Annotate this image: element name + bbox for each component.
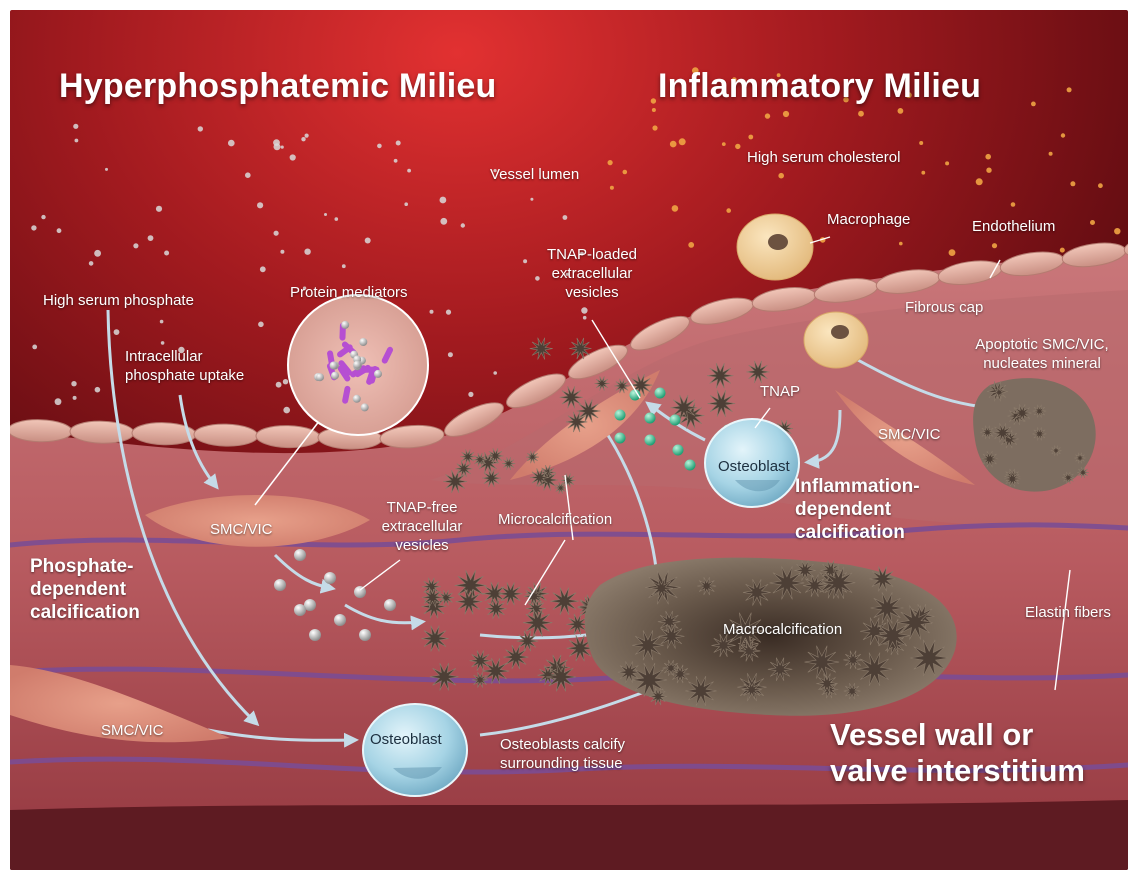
pathway-phosphate-dependent: Phosphate- dependent calcification	[30, 555, 140, 624]
label-protein-mediators: Protein mediators	[290, 283, 408, 302]
label-intracellular-uptake: Intracellular phosphate uptake	[125, 347, 244, 385]
label-tnap-free-vesicles: TNAP-free extracellular vesicles	[367, 498, 477, 555]
label-osteoblast-lower: Osteoblast	[370, 730, 442, 749]
label-tnap: TNAP	[760, 382, 800, 401]
diagram-canvas: Hyperphosphatemic Milieu Inflammatory Mi…	[10, 10, 1128, 870]
label-macrocalcification: Macrocalcification	[723, 620, 842, 639]
label-fibrous-cap: Fibrous cap	[905, 298, 983, 317]
label-elastin-fibers: Elastin fibers	[1025, 603, 1111, 622]
label-smc-vic-upper-left: SMC/VIC	[210, 520, 273, 539]
label-tnap-loaded-vesicles: TNAP-loaded extracellular vesicles	[537, 245, 647, 302]
header-inflammatory: Inflammatory Milieu	[658, 66, 981, 106]
label-high-serum-cholesterol: High serum cholesterol	[747, 148, 900, 167]
pathway-inflammation-dependent: Inflammation- dependent calcification	[795, 475, 920, 544]
outer-wall-band	[10, 800, 1128, 870]
label-apoptotic-smc: Apoptotic SMC/VIC, nucleates mineral	[972, 335, 1112, 373]
label-smc-vic-lower-left: SMC/VIC	[101, 721, 164, 740]
label-osteoblasts-calcify: Osteoblasts calcify surrounding tissue	[500, 735, 625, 773]
label-osteoblast-upper: Osteoblast	[718, 457, 790, 476]
label-smc-vic-right: SMC/VIC	[878, 425, 941, 444]
label-endothelium: Endothelium	[972, 217, 1055, 236]
header-hyperphosphatemic: Hyperphosphatemic Milieu	[59, 66, 496, 106]
region-title-vessel-wall: Vessel wall or valve interstitium	[830, 717, 1085, 789]
label-microcalcification: Microcalcification	[498, 510, 612, 529]
label-high-serum-phosphate: High serum phosphate	[43, 291, 194, 310]
label-macrophage: Macrophage	[827, 210, 910, 229]
label-vessel-lumen: Vessel lumen	[490, 165, 579, 184]
